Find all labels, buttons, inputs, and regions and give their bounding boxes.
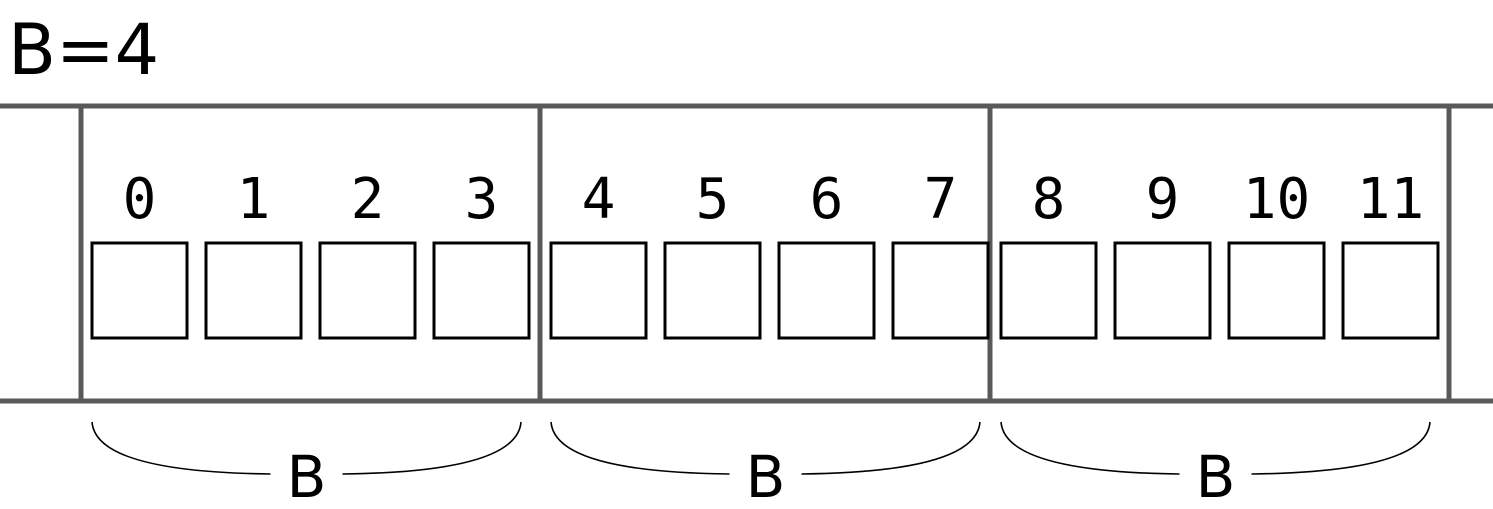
cell-index-label: 0 xyxy=(123,167,157,232)
block-group: 8 9 10 11B xyxy=(999,167,1440,509)
block-brace xyxy=(1000,421,1431,475)
array-cell xyxy=(549,241,648,340)
block-brace xyxy=(550,421,981,475)
array-cell xyxy=(999,241,1098,340)
array-cell xyxy=(1227,241,1326,340)
cell-index-label: 5 xyxy=(696,167,730,232)
block-size-title: B=4 xyxy=(8,9,159,91)
array-cell xyxy=(204,241,303,340)
block-size-label: B xyxy=(287,443,327,509)
array-cell xyxy=(777,241,876,340)
cell-index-label: 11 xyxy=(1357,167,1424,232)
cell-index-label: 3 xyxy=(465,167,499,232)
array-cell xyxy=(1113,241,1212,340)
block-brace xyxy=(91,421,522,475)
array-cell xyxy=(90,241,189,340)
array-cell xyxy=(432,241,531,340)
cell-index-label: 6 xyxy=(810,167,844,232)
array-cell xyxy=(891,241,990,340)
cell-index-label: 10 xyxy=(1243,167,1310,232)
block-group: 0 1 2 3B xyxy=(90,167,531,509)
array-cell xyxy=(1341,241,1440,340)
blocks-layer: 0 1 2 3B 4 5 6 7B 8 9 10 11B xyxy=(90,167,1440,509)
block-size-label: B xyxy=(1196,443,1236,509)
cell-index-label: 8 xyxy=(1032,167,1066,232)
array-cell xyxy=(663,241,762,340)
cell-index-label: 7 xyxy=(924,167,958,232)
cell-index-label: 1 xyxy=(237,167,271,232)
block-group: 4 5 6 7B xyxy=(549,167,990,509)
cell-index-label: 4 xyxy=(582,167,616,232)
cell-index-label: 9 xyxy=(1146,167,1180,232)
block-size-label: B xyxy=(746,443,786,509)
cell-index-label: 2 xyxy=(351,167,385,232)
array-cell xyxy=(318,241,417,340)
